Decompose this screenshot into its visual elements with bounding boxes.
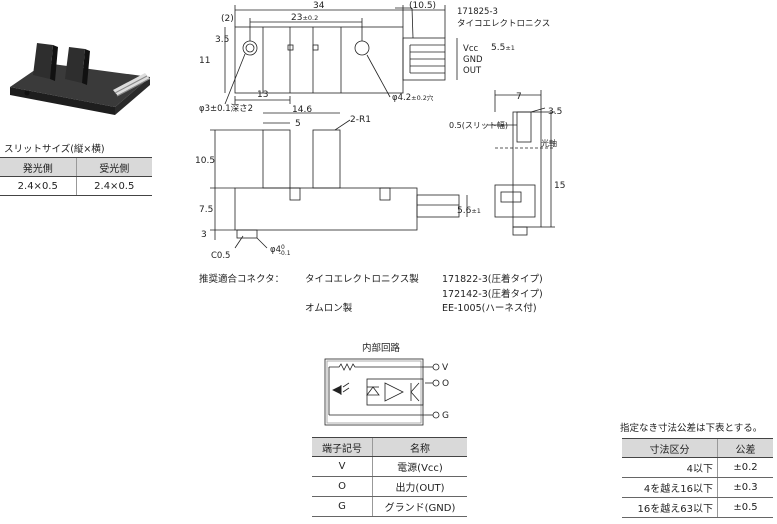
- dim-34: 34: [313, 1, 325, 11]
- dim-5-6: 5.6±1: [457, 206, 481, 216]
- dim-phi4: φ40-0.1: [270, 244, 291, 257]
- terminal-symbol: O: [312, 476, 373, 497]
- connector-label: 推奨適合コネクタ：: [199, 274, 285, 285]
- dim-15: 15: [554, 181, 565, 191]
- terminal-name: グランド(GND): [372, 496, 467, 517]
- table-row: O 出力(OUT): [312, 476, 467, 497]
- terminal-header-name: 名称: [372, 437, 467, 457]
- dim-13: 13: [257, 90, 268, 100]
- dim-23: 23±0.2: [291, 13, 318, 23]
- tolerance-note: 指定なき寸法公差は下表とする。: [620, 423, 763, 434]
- tolerance-value: ±0.3: [717, 477, 773, 498]
- terminal-name: 出力(OUT): [372, 476, 467, 497]
- tolerance-range: 4以下: [622, 457, 718, 478]
- pin-gnd: GND: [463, 55, 483, 65]
- connector-maker-tyco: タイコエレクトロニクス製: [305, 274, 419, 285]
- dim-11: 11: [199, 56, 210, 66]
- connector-part-172142: 172142-3(圧着タイプ): [442, 289, 543, 300]
- table-row: 4を越え16以下 ±0.3: [622, 477, 773, 498]
- tolerance-range: 4を越え16以下: [622, 477, 718, 498]
- product-photo: [10, 43, 150, 115]
- connector-part-ee1005: EE-1005(ハーネス付): [442, 303, 537, 314]
- dim-5: 5: [295, 119, 301, 129]
- dim-2-r1: 2-R1: [350, 115, 371, 125]
- connector-part-171822: 171822-3(圧着タイプ): [442, 274, 543, 285]
- terminal-header-symbol: 端子記号: [312, 437, 373, 457]
- table-row: G グランド(GND): [312, 496, 467, 517]
- tolerance-header-tol: 公差: [717, 438, 773, 458]
- circuit-terminal-g: G: [442, 411, 449, 421]
- internal-circuit: V O G: [324, 358, 449, 426]
- slit-value-emitter: 2.4×0.5: [0, 176, 76, 196]
- slit-size-table: 発光側 受光側 2.4×0.5 2.4×0.5: [0, 157, 152, 196]
- dim-3: 3: [201, 230, 207, 240]
- dim-2: (2): [221, 14, 234, 24]
- dim-7: 7: [516, 92, 522, 102]
- terminal-symbol: V: [312, 456, 373, 477]
- dim-7-5: 7.5: [199, 205, 213, 215]
- connector-part-no: 171825-3: [457, 7, 498, 17]
- pin-out: OUT: [463, 66, 482, 76]
- table-row: 16を越え63以下 ±0.5: [622, 497, 773, 518]
- dim-14-6: 14.6: [292, 105, 312, 115]
- hole-phi4-2: φ4.2±0.2穴: [392, 93, 434, 103]
- connector-maker: タイコエレクトロニクス: [457, 19, 550, 29]
- slit-width-label: 0.5(スリット幅): [449, 120, 508, 130]
- slit-size-title: スリットサイズ(縦×横): [4, 144, 105, 155]
- terminal-name: 電源(Vcc): [372, 456, 467, 477]
- dim-3-5-side: 3.5: [548, 107, 562, 117]
- circuit-terminal-v: V: [442, 363, 449, 373]
- connector-maker-omron: オムロン製: [305, 303, 353, 314]
- dim-10-5: (10.5): [409, 1, 436, 11]
- optical-axis-label: 光軸: [541, 138, 557, 148]
- dimension-drawing: 34 (10.5) (2) 23±0.2 3.5 11 13 φ3±0.1深さ2…: [195, 1, 565, 261]
- tolerance-range: 16を越え63以下: [622, 497, 718, 518]
- table-row: V 電源(Vcc): [312, 456, 467, 477]
- tolerance-value: ±0.5: [717, 497, 773, 518]
- circuit-terminal-o: O: [442, 379, 449, 389]
- circuit-title: 内部回路: [362, 343, 401, 354]
- table-row: 4以下 ±0.2: [622, 457, 773, 478]
- terminal-symbol: G: [312, 496, 373, 517]
- tolerance-value: ±0.2: [717, 457, 773, 478]
- hole-phi3: φ3±0.1深さ2: [199, 104, 253, 114]
- dim-5-5: 5.5±1: [491, 43, 515, 53]
- pin-vcc: Vcc: [463, 44, 478, 54]
- terminal-table: 端子記号 名称 V 電源(Vcc) O 出力(OUT) G グランド(GND): [312, 437, 467, 517]
- dim-10-5-front: 10.5: [195, 156, 215, 166]
- slit-value-receiver: 2.4×0.5: [75, 176, 152, 196]
- tolerance-table: 寸法区分 公差 4以下 ±0.2 4を越え16以下 ±0.3 16を越え63以下…: [622, 438, 773, 518]
- tolerance-header-range: 寸法区分: [622, 438, 718, 458]
- dim-3-5-top: 3.5: [215, 35, 229, 45]
- slit-header-emitter: 発光側: [0, 157, 76, 177]
- slit-header-receiver: 受光側: [75, 157, 152, 177]
- chamfer-c0-5: C0.5: [211, 251, 230, 261]
